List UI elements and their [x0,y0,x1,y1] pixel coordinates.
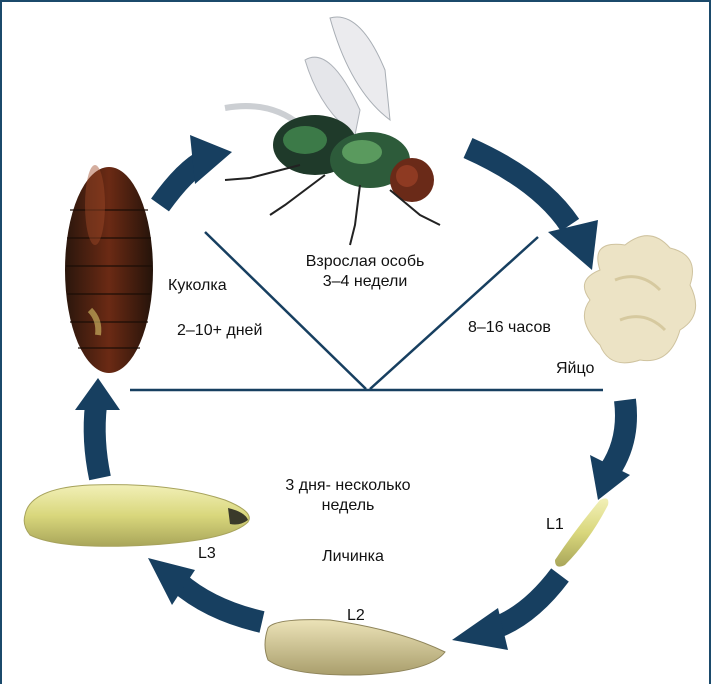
egg-stage-name: Яйцо [556,359,594,379]
fly-image [225,17,440,245]
adult-label: Взрослая особь 3–4 недели [280,252,450,292]
adult-duration: 3–4 недели [280,272,450,292]
instar-l3-label: L3 [198,544,216,564]
arrow-l2-to-l3 [148,558,262,622]
pupa-stage-name: Куколка [168,276,227,296]
arrow-adult-to-egg [468,148,598,270]
instar-l2-label: L2 [347,606,365,626]
larva-stage-name: Личинка [308,547,398,567]
arrow-l3-to-pupa [75,378,120,478]
arrow-egg-to-l1 [590,400,630,500]
pupa-image [65,165,153,373]
pupa-duration: 2–10+ дней [177,321,262,341]
larva-duration: 3 дня- несколько недель [268,476,428,516]
larva-duration-line1: 3 дня- несколько [268,476,428,496]
adult-stage-name: Взрослая особь [280,252,450,272]
arrow-pupa-to-adult [160,135,232,205]
cycle-arrows [75,135,630,650]
larva-l3-image [24,485,249,547]
arrow-l1-to-l2 [452,575,560,650]
egg-image [584,236,695,363]
egg-duration: 8–16 часов [468,318,551,338]
larva-l2-image [265,620,445,675]
instar-l1-label: L1 [546,515,564,535]
larva-duration-line2: недель [268,496,428,516]
